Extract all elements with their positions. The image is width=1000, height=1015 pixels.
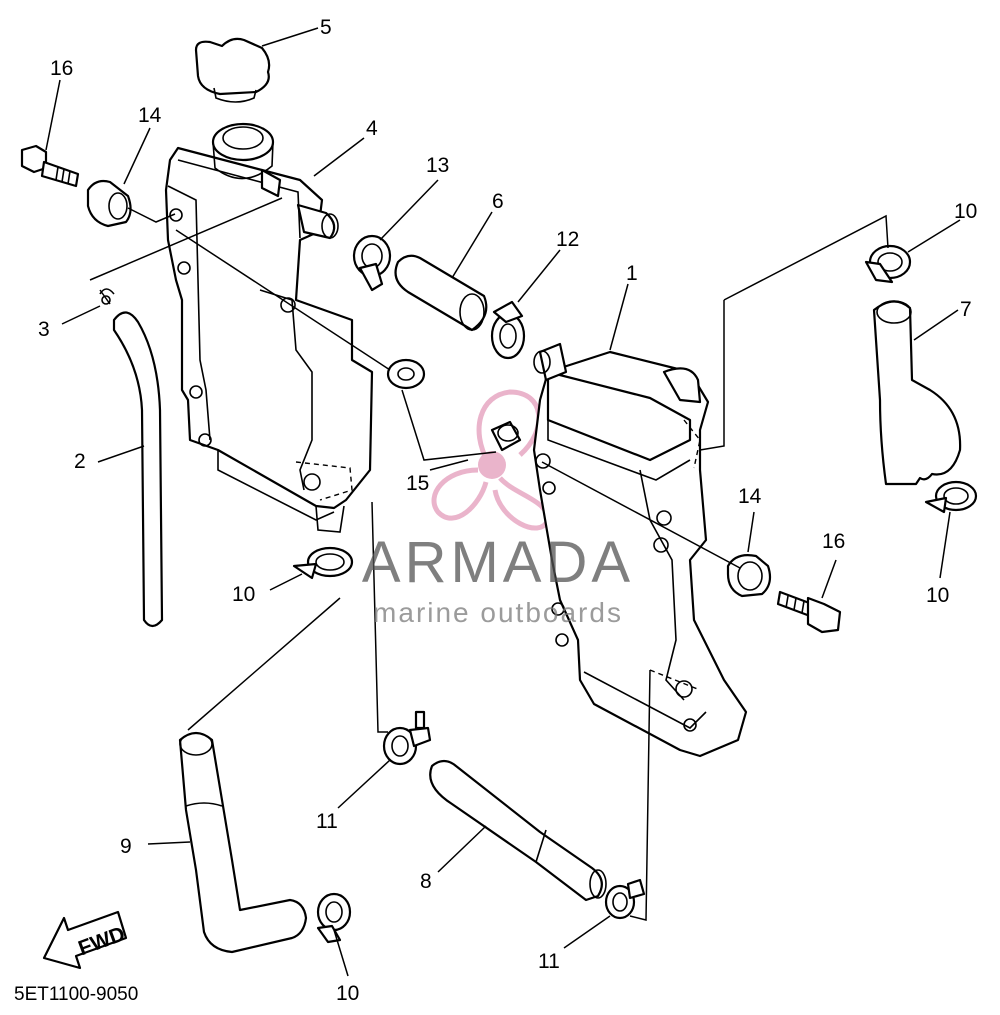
callout-7: 7 [960,298,972,321]
callout-numbers: 16 14 5 4 13 6 12 1 10 7 3 2 15 14 16 10… [38,16,977,1005]
hose-clamp-10-middle-left [292,546,354,580]
bolt-right [776,590,842,634]
watermark-propeller-logo [431,389,551,531]
hose-clamp-10-upper-right [864,244,912,284]
bolt-left [20,144,80,188]
watermark-tagline: marine outboards [373,597,623,628]
hose-clamp-12 [490,300,526,360]
hose-8 [429,759,607,902]
hose-clip [99,288,115,305]
callout-4: 4 [366,117,378,140]
callout-5: 5 [320,16,332,39]
callout-11-lower: 11 [538,950,560,973]
hose-clamp-11-middle [382,710,432,766]
overflow-hose [112,311,164,628]
propeller-blade-icon [431,467,489,521]
callout-1: 1 [626,262,638,285]
assembly-lines [89,197,889,921]
callout-10-middle-left: 10 [232,583,255,606]
collar-15 [386,358,426,390]
hose-clamp-13 [352,234,392,292]
watermark: ARMADA marine outboards [362,530,634,628]
hose-clamp-11-lower [604,878,646,920]
callout-8: 8 [420,870,432,893]
callout-9: 9 [120,835,132,858]
callout-leaders [45,27,961,977]
hose-6 [394,254,488,332]
callout-10-bottom: 10 [336,982,359,1005]
callout-14-right: 14 [738,485,762,508]
hose-9 [178,731,308,954]
grommet-right [726,554,772,598]
callout-14-left: 14 [138,104,162,127]
hose-7 [872,300,962,486]
callout-10-upper-right: 10 [954,200,977,223]
radiator-cap [194,37,271,103]
callout-16-right: 16 [822,530,845,553]
right-radiator [490,342,748,758]
propeller-hub-icon [478,451,506,479]
callout-11-middle: 11 [316,810,338,833]
grommet-left [86,179,132,228]
forward-direction-arrow: FWD [42,910,128,970]
hose-clamp-10-bottom [316,892,352,944]
watermark-brand: ARMADA [362,530,634,595]
callout-13: 13 [426,154,449,177]
left-radiator [164,122,374,533]
hose-clamp-10-lower-right [924,480,978,514]
callout-15: 15 [406,472,429,495]
diagram-part-code: 5ET1100-9050 [14,984,138,1005]
callout-16-left: 16 [50,57,73,80]
callout-10-lower-right: 10 [926,584,949,607]
callout-6: 6 [492,190,504,213]
callout-3: 3 [38,318,50,341]
callout-12: 12 [556,228,579,251]
callout-2: 2 [74,450,86,473]
